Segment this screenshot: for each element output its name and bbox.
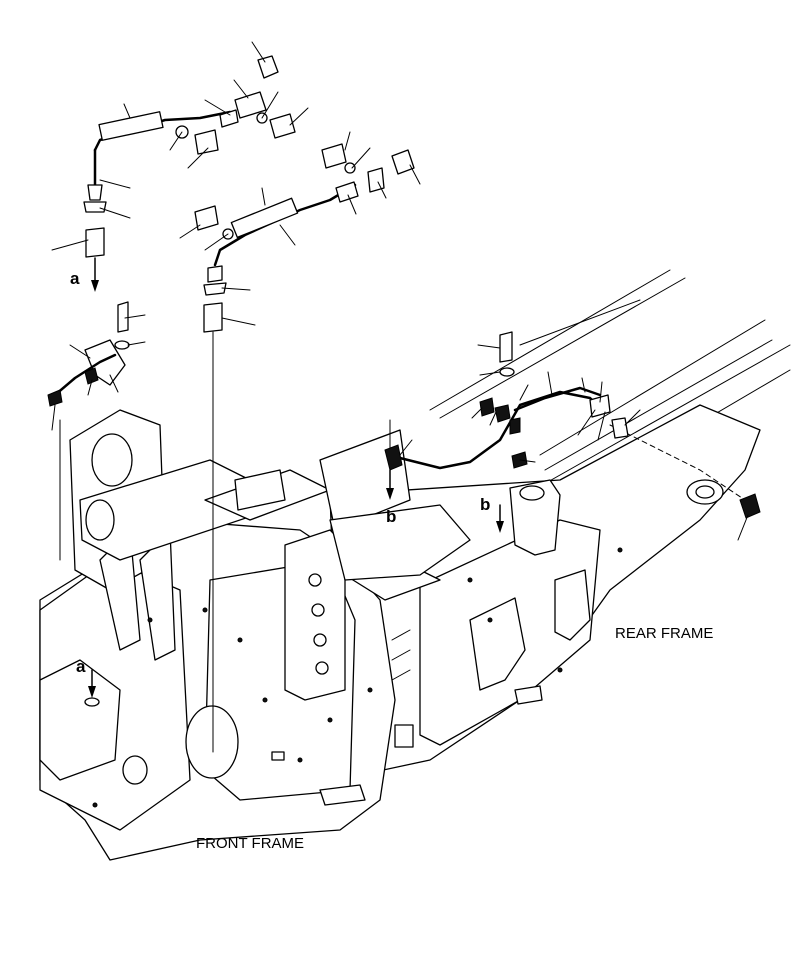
hose-assembly-2 — [179, 131, 421, 753]
rear-frame-tab — [514, 685, 543, 705]
hose-assembly-1: a — [51, 41, 309, 292]
sensor-fitting — [739, 493, 761, 519]
front-hinge-upper — [234, 469, 286, 511]
rear-frame-cutout-1 — [469, 597, 526, 691]
pillar-hole-4 — [315, 661, 329, 675]
hose-1-tee — [219, 109, 239, 128]
left-clamp-assembly — [47, 301, 146, 561]
rear-pivot-hole — [695, 485, 715, 499]
hose-1-leaders — [51, 41, 309, 251]
hose-1-guard — [98, 111, 164, 141]
hose-1-adapter — [83, 201, 107, 213]
hose-2-bolt — [321, 143, 347, 169]
ref-a-label-top: a — [70, 269, 80, 288]
ref-a-arrow-head — [91, 280, 99, 292]
hose-1-bolt — [269, 113, 296, 139]
hose-3-tube-upper — [513, 386, 602, 412]
front-frame-fasteners — [92, 547, 623, 808]
hose-2-bolt-2 — [194, 205, 219, 231]
hose-2-sleeve — [203, 302, 223, 333]
hose-3-fitting — [611, 417, 629, 439]
ref-b-arrow-right-head — [496, 521, 504, 533]
front-cross-member — [329, 504, 471, 581]
hose-3-tube-lower — [398, 390, 607, 470]
hose-1-tube — [93, 110, 232, 152]
hose-1-elbow — [234, 91, 267, 119]
pillar-hole-3 — [313, 633, 327, 647]
pillar-hole-2 — [311, 603, 325, 617]
ref-a-lower-port — [84, 697, 100, 707]
hose-2-top-fitting — [391, 149, 415, 175]
hose-2-nut — [207, 265, 223, 283]
clamp-nut — [84, 367, 99, 385]
hose-3-tee — [509, 417, 521, 435]
rear-frame — [329, 269, 791, 776]
cross-tube-end — [85, 499, 115, 541]
clamp-hose — [53, 353, 117, 397]
hose-2-tee — [335, 181, 359, 203]
hose-3-clip-1 — [479, 397, 495, 417]
ref-b-arrow-left-head — [386, 488, 394, 500]
hose-2-leaders — [179, 131, 421, 326]
hose-3-leaders — [389, 344, 749, 541]
front-frame-inner — [39, 659, 121, 781]
hose-3-clip-2 — [494, 404, 511, 423]
rear-frame-upright — [509, 479, 561, 556]
hose-2-adapter — [203, 282, 227, 296]
ref-b-label-right: b — [480, 495, 490, 514]
ref-a-lower: a — [76, 657, 100, 707]
pillar-hole-1 — [308, 573, 322, 587]
front-frame-round-hole — [122, 755, 148, 785]
hose-2-washer — [344, 162, 356, 174]
clamp-leaders — [51, 314, 146, 431]
hose-assembly-3: b b — [384, 331, 761, 541]
clamp-washer — [114, 340, 130, 350]
front-frame-label: FRONT FRAME — [196, 835, 304, 852]
ref-a-label-lower: a — [76, 657, 86, 676]
ref-a-lower-head — [88, 686, 96, 698]
hose-1-sleeve — [85, 227, 105, 258]
hose-3-bolt — [499, 331, 513, 363]
front-frame — [39, 409, 623, 861]
rear-centerline — [609, 424, 746, 501]
front-frame-oval-window — [185, 705, 239, 779]
rear-frame-upright-hole — [519, 485, 545, 501]
rear-frame-cutout-2 — [554, 569, 591, 641]
clamp-hose-end — [47, 389, 63, 407]
hose-1-bolt-2 — [194, 129, 219, 155]
ref-b-label-left: b — [386, 507, 396, 526]
rear-frame-label: REAR FRAME — [615, 625, 713, 642]
front-frame-clip — [271, 751, 285, 761]
hose-1-nut — [87, 184, 103, 201]
rear-frame-slots — [391, 629, 411, 681]
hose-3-end-left — [384, 444, 403, 471]
hose-1-top-fitting — [257, 55, 279, 79]
clamp-bolt — [117, 301, 129, 333]
hose-2-guard — [230, 197, 299, 239]
hose-3-washer — [499, 367, 515, 377]
front-frame-tab — [319, 784, 366, 806]
rear-frame-mount — [394, 724, 414, 748]
front-loader-tower-bore — [91, 433, 133, 487]
